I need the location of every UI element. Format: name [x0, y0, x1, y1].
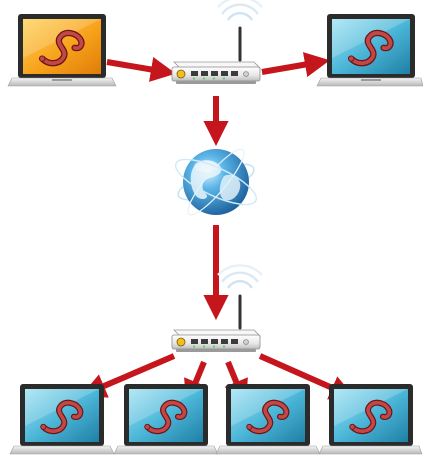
infected-source-laptop [7, 14, 117, 87]
victim-laptop-3 [215, 384, 321, 455]
arrow-router-to-victim-1 [80, 353, 176, 398]
top-router [170, 0, 264, 86]
internet-globe [174, 148, 258, 216]
victim-laptop-2 [113, 384, 219, 455]
victim-laptop-1 [9, 384, 115, 455]
arrow-router-to-peer [261, 52, 330, 77]
peer-laptop-top-right [316, 14, 423, 87]
wireless-router-icon [170, 0, 264, 86]
arrow-source-to-router [106, 57, 176, 82]
victim-laptop-4 [318, 384, 423, 455]
globe-icon [174, 148, 258, 216]
